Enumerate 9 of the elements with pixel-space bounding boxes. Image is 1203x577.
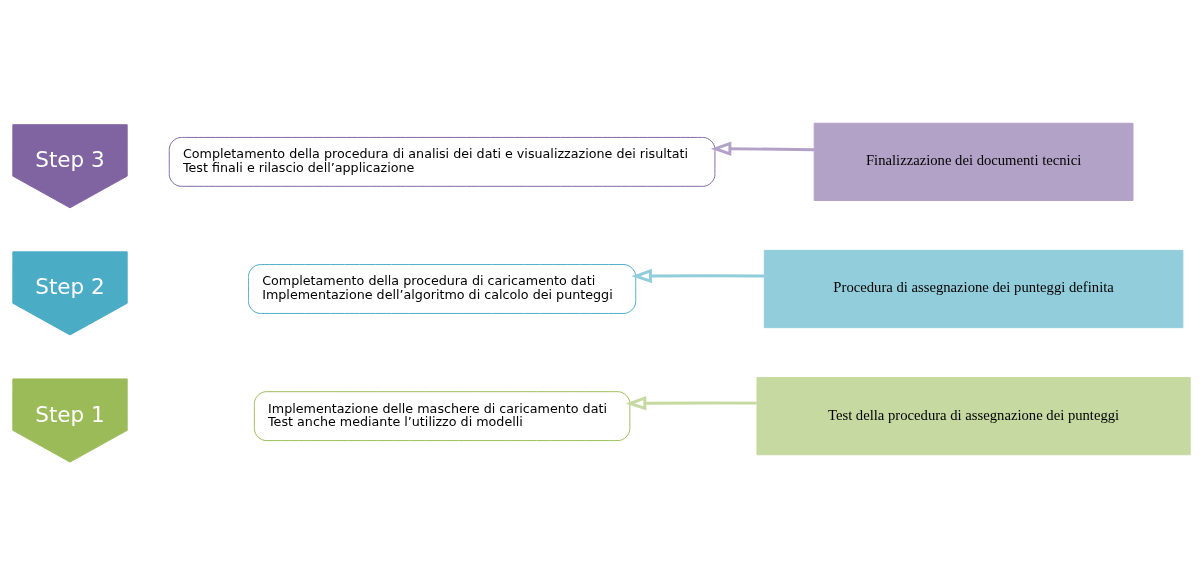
arrow: [710, 141, 815, 156]
node-box: Implementazione delle maschere di caricamento dati Test anche mediante l’utilizzo di modelli: [253, 390, 631, 441]
node-box: Completamento della procedura di caricamento dati Implementazione dell’algoritmo di calcolo dei punteggi: [248, 263, 637, 314]
node-box: Completamento della procedura di analisi dei dati e visualizzazione dei risultati Test finali e rilascio dell’applicazione: [168, 136, 716, 187]
node-box: Test della procedura di assegnazione dei punteggi: [756, 376, 1191, 455]
node-box: Finalizzazione dei documenti tecnici: [813, 122, 1134, 201]
arrow: [625, 395, 757, 410]
node-box: Procedura di assegnazione dei punteggi definita: [763, 249, 1184, 328]
arrow: [631, 268, 764, 283]
